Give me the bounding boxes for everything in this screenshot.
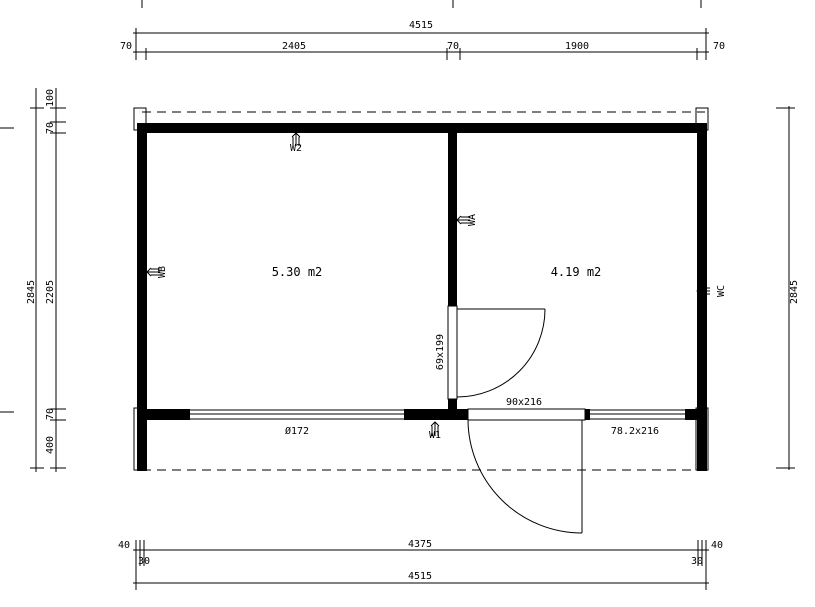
top-dimensions: 4515 70 2405 70 1900 70 xyxy=(120,0,725,60)
dim-left-seg-4: 70 xyxy=(45,408,56,420)
dim-left-seg-1: 100 xyxy=(45,89,56,107)
wall-front-left xyxy=(137,409,190,420)
dim-top-seg-5: 70 xyxy=(713,41,725,52)
wall-tag-label: WB xyxy=(157,266,168,278)
wall-arrow-icon xyxy=(456,215,470,225)
dim-left-seg-5: 400 xyxy=(45,436,56,454)
bottom-dimensions: 4375 40 30 40 30 4515 xyxy=(118,539,723,590)
dim-top-seg-2: 2405 xyxy=(282,41,306,52)
dim-bottom-total: 4515 xyxy=(408,571,432,582)
wall-front-jamb xyxy=(585,409,590,420)
wall-back xyxy=(137,123,707,133)
dim-top-seg-1: 70 xyxy=(120,41,132,52)
wall-tag-w1: W1 xyxy=(429,421,441,441)
dim-top-total: 4515 xyxy=(409,20,433,31)
dim-right-total: 2845 xyxy=(789,280,800,304)
wall-arrow-icon xyxy=(696,286,710,296)
left-dimensions: 2845 100 70 2205 70 400 xyxy=(0,88,66,472)
label-door-interior: 69x199 xyxy=(435,334,446,370)
door-swing-front xyxy=(467,419,583,534)
wall-front-middle xyxy=(404,409,468,420)
wall-tag-wa: WA xyxy=(456,214,478,226)
dim-top-seg-4: 1900 xyxy=(565,41,589,52)
wall-right xyxy=(697,123,707,471)
dim-bottom-inner: 4375 xyxy=(408,539,432,550)
wall-left xyxy=(137,123,147,471)
wall-interior-stub xyxy=(448,399,457,411)
wall-front-right xyxy=(685,409,707,420)
dim-left-total: 2845 xyxy=(26,280,37,304)
right-dimensions: 2845 xyxy=(776,106,800,470)
walls xyxy=(137,123,707,471)
dim-bottom-left-offset-2: 30 xyxy=(138,556,150,567)
wall-arrow-icon xyxy=(430,421,440,436)
door-opening xyxy=(467,408,586,421)
openings: Ø172 90x216 78.2x216 69x199 xyxy=(190,305,685,534)
dim-top-seg-3: 70 xyxy=(447,41,459,52)
door-swing-interior xyxy=(456,308,546,398)
room-area-left: 5.30 m2 xyxy=(272,265,323,279)
wall-arrow-icon xyxy=(146,267,160,277)
dim-left-seg-3: 2205 xyxy=(45,280,56,304)
label-window-front-left: Ø172 xyxy=(285,425,309,437)
room-area-right: 4.19 m2 xyxy=(551,265,602,279)
wall-tag-label: W2 xyxy=(290,143,302,154)
wall-tag-w2: W2 xyxy=(290,132,302,154)
dim-bottom-right-offset-1: 40 xyxy=(711,540,723,551)
label-door-front: 90x216 xyxy=(506,397,542,408)
wall-arrow-icon xyxy=(291,132,301,146)
wall-tag-wb: WB xyxy=(146,266,168,278)
label-window-front-right: 78.2x216 xyxy=(611,426,659,437)
wall-tag-label: WA xyxy=(467,214,478,226)
wall-interior xyxy=(448,123,457,306)
dim-bottom-right-offset-2: 30 xyxy=(691,556,703,567)
wall-tag-label: WC xyxy=(716,285,727,297)
dim-left-seg-2: 70 xyxy=(45,122,56,134)
dim-bottom-left-offset-1: 40 xyxy=(118,540,130,551)
door-opening xyxy=(447,305,458,400)
wall-tag-wc: WC xyxy=(696,285,727,297)
wall-tag-label: W1 xyxy=(429,430,441,441)
